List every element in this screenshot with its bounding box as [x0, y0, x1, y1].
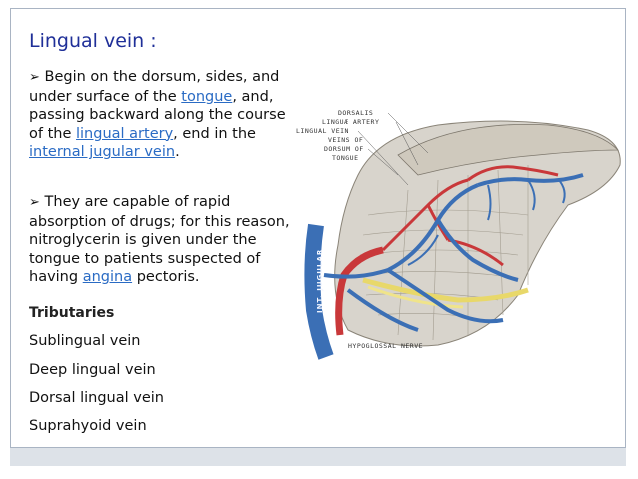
lingual-vein-anatomy-illustration: DORSALIS LINGUÆ ARTERY LINGUAL VEIN VEIN… [296, 109, 621, 360]
bullet1-text-d: . [175, 144, 180, 161]
bullet1-text-b: , and, passing backward along the course… [29, 88, 286, 142]
bullet1-text-c: , end in the [173, 125, 256, 142]
bullet2-text-a: They are capable of rapid absorption of … [29, 194, 290, 286]
tributary-item: Sublingual vein [29, 333, 141, 349]
slide-footer-bar [10, 447, 626, 466]
label-tongue: TONGUE [332, 154, 358, 162]
label-lingual-vein: LINGUAL VEIN [296, 127, 349, 135]
bullet-paragraph-1: ➢ Begin on the dorsum, sides, and under … [29, 68, 291, 162]
slide-title: Lingual vein : [29, 30, 157, 52]
tributary-item: Deep lingual vein [29, 362, 156, 378]
bullet-paragraph-2: ➢ They are capable of rapid absorption o… [29, 193, 291, 287]
bullet2-text-b: pectoris. [132, 269, 200, 286]
link-angina[interactable]: angina [82, 269, 133, 286]
tributary-item: Suprahyoid vein [29, 418, 147, 434]
label-int-jugular: INT. JUGULAR [316, 249, 324, 313]
tributaries-heading: Tributaries [29, 305, 115, 321]
bullet1-text-a: Begin on the dorsum, sides, and under su… [29, 69, 280, 105]
link-lingual-artery[interactable]: lingual artery [76, 125, 174, 142]
label-dorsalis: DORSALIS [338, 109, 373, 117]
label-hypoglossal-nerve: HYPOGLOSSAL NERVE [348, 342, 423, 350]
link-internal-jugular-vein[interactable]: internal jugular vein [29, 144, 176, 161]
arrow-bullet-icon: ➢ [29, 70, 40, 85]
arrow-bullet-icon: ➢ [29, 195, 40, 210]
link-tongue[interactable]: tongue [181, 88, 233, 105]
tributary-item: Dorsal lingual vein [29, 390, 164, 406]
label-veins-of: VEINS OF [328, 136, 363, 144]
label-dorsum-of: DORSUM OF [324, 145, 364, 153]
label-linguae-artery: LINGUÆ ARTERY [322, 118, 379, 126]
